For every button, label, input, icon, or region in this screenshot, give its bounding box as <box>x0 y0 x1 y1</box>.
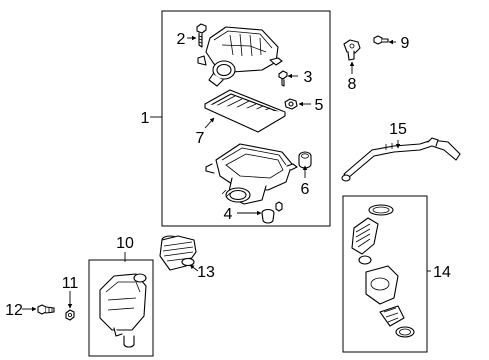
bolt-part-12 <box>37 304 55 315</box>
intake-duct-part-14 <box>351 204 415 338</box>
nut-part-5 <box>284 98 298 110</box>
callout-10: 10 <box>116 235 134 252</box>
sensor-part-8 <box>343 39 361 61</box>
screw-part-9 <box>373 35 389 45</box>
callout-12: 12 <box>5 302 23 319</box>
resonator-frame <box>88 259 154 357</box>
callout-2: 2 <box>177 31 186 48</box>
nut-part-11 <box>65 309 75 321</box>
air-cleaner-lower-housing <box>205 143 298 205</box>
bolt-part-3 <box>278 70 288 87</box>
grommet-part-6 <box>298 151 312 169</box>
air-filter-element <box>204 89 286 133</box>
air-cleaner-upper-cover <box>197 26 283 87</box>
callout-5: 5 <box>315 97 324 114</box>
callout-11: 11 <box>62 275 79 292</box>
callout-7: 7 <box>196 130 205 147</box>
callout-4: 4 <box>224 206 233 223</box>
resonator-part-10 <box>99 273 147 348</box>
callout-9: 9 <box>401 35 410 52</box>
callout-15: 15 <box>389 121 407 138</box>
callout-8: 8 <box>348 76 357 93</box>
callout-1: 1 <box>141 110 150 127</box>
vent-hose-part-15 <box>341 137 461 182</box>
leader-lines <box>22 35 431 312</box>
callout-6: 6 <box>301 181 310 198</box>
callout-14: 14 <box>433 264 451 281</box>
insulator-part-4 <box>261 201 283 224</box>
callout-3: 3 <box>304 69 313 86</box>
bolt-part-2 <box>196 23 207 48</box>
intake-duct-frame <box>342 195 428 353</box>
duct-part-13 <box>159 235 197 271</box>
air-cleaner-assembly-frame <box>161 10 331 227</box>
callout-13: 13 <box>197 264 215 281</box>
